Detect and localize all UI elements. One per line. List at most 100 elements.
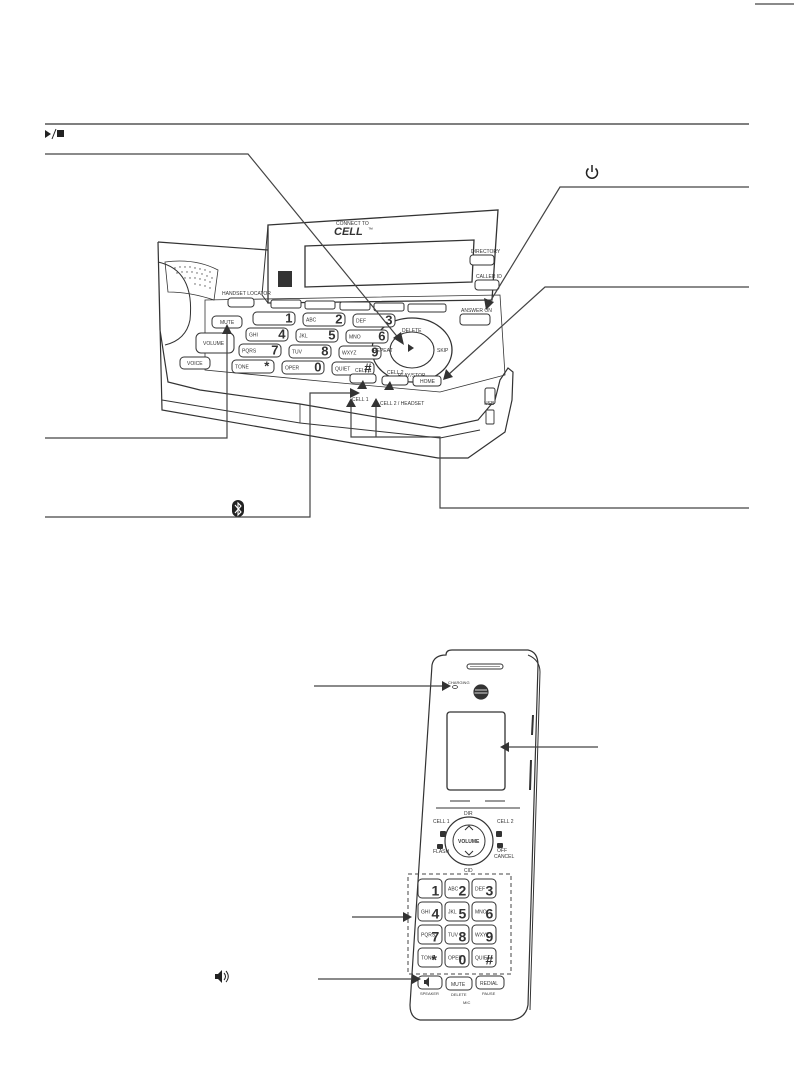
base-delete-label: DELETE <box>402 328 422 334</box>
callout-mute <box>45 330 228 439</box>
handset-key-letters: GHI <box>421 910 430 916</box>
base-brand-tm: ™ <box>368 227 373 233</box>
handset-callout-arrowheads <box>403 681 509 984</box>
svg-text:DIRECTORY: DIRECTORY <box>471 249 501 255</box>
base-answer-on-button[interactable]: ANSWER ON <box>459 308 492 326</box>
svg-text:MUTE: MUTE <box>220 320 235 326</box>
charging-led <box>452 685 458 689</box>
handset-redial-button[interactable]: REDIAL PAUSE <box>475 975 505 996</box>
svg-text:SPEAKER: SPEAKER <box>420 991 439 996</box>
base-caller-id-button[interactable]: CALLER ID <box>474 274 502 291</box>
callout-cell-leds <box>350 404 749 509</box>
base-key-2[interactable]: ABC 2 <box>302 312 346 327</box>
handset-key-digit: 2 <box>459 883 467 899</box>
callout-bluetooth <box>45 392 355 518</box>
bluetooth-icon <box>232 500 244 517</box>
base-key-digit: # <box>364 361 372 376</box>
power-icon <box>585 165 599 179</box>
base-key-digit: * <box>264 359 270 374</box>
svg-text:HOME: HOME <box>420 379 436 385</box>
handset-key-digit: 3 <box>486 883 494 899</box>
base-softkey-2[interactable] <box>304 300 336 310</box>
handset-flash-button[interactable] <box>437 844 443 849</box>
base-key-letters: GHI <box>249 333 258 339</box>
base-skip-label: SKIP <box>437 348 449 354</box>
svg-text:MUTE: MUTE <box>451 982 466 988</box>
base-directory-button[interactable]: DIRECTORY <box>469 249 501 266</box>
base-key-digit: 2 <box>335 312 342 327</box>
base-key-digit: 1 <box>285 311 292 326</box>
base-key-digit: 8 <box>321 344 328 359</box>
base-play-button[interactable] <box>408 344 414 352</box>
base-key-star[interactable]: TONE* <box>231 359 275 374</box>
base-volume-button[interactable]: VOLUME <box>195 332 235 354</box>
base-key-letters: ABC <box>306 318 317 324</box>
handset-key-digit: 6 <box>486 906 494 922</box>
handset-key-1[interactable]: 1 <box>417 878 443 899</box>
handset-key-pound[interactable]: QUIET# <box>471 947 497 968</box>
base-cell2-button[interactable]: CELL 2 <box>381 370 409 386</box>
base-logo-block <box>278 271 292 287</box>
base-voice-button[interactable]: VOICE <box>179 356 211 370</box>
base-handset-locator-button[interactable]: HANDSET LOCATOR <box>222 291 271 308</box>
base-key-letters: PQRS <box>242 349 257 355</box>
base-softkey-5[interactable] <box>407 303 447 313</box>
handset-key-digit: 1 <box>432 883 440 899</box>
handset-key-letters: DEF <box>475 887 485 893</box>
handset-key-letters: TONE <box>421 956 435 962</box>
base-softkey-4[interactable] <box>373 302 405 312</box>
handset-key-digit: 8 <box>459 929 467 945</box>
base-repeat-label: REPEAT <box>373 348 393 354</box>
handset-cancel-label: CANCEL <box>494 854 515 860</box>
handset-cid-label: CID <box>464 868 473 874</box>
base-home-button[interactable]: HOME <box>412 375 442 387</box>
handset-flash-label: FLASH <box>433 849 450 855</box>
handset-off-button[interactable] <box>497 843 503 848</box>
handset-key-letters: JKL <box>448 910 457 916</box>
base-key-digit: 5 <box>328 328 335 343</box>
handset-speaker-button[interactable]: SPEAKER <box>417 975 443 996</box>
svg-text:ANSWER ON: ANSWER ON <box>461 308 492 314</box>
handset-cell1-label: CELL 1 <box>433 819 450 825</box>
base-play-stop-label: PLAY/STOP <box>398 373 426 379</box>
base-body <box>157 241 514 459</box>
handset-key-letters: MNO <box>475 910 487 916</box>
handset-cell2-button[interactable] <box>496 831 502 837</box>
base-softkey-3[interactable] <box>339 301 371 311</box>
handset-off-label: OFF <box>497 848 507 854</box>
base-key-1[interactable]: 1 <box>252 311 296 326</box>
base-key-letters: QUIET <box>335 367 350 373</box>
handset-key-star[interactable]: TONE* <box>417 947 443 968</box>
base-mute-button[interactable]: MUTE <box>211 315 243 329</box>
base-screen <box>304 239 475 288</box>
svg-text:DELETE: DELETE <box>451 992 467 997</box>
handset-cell1-button[interactable] <box>440 831 446 837</box>
base-key-digit: 3 <box>385 313 392 328</box>
callout-home <box>447 286 749 376</box>
svg-text:VOICE: VOICE <box>187 361 203 367</box>
handset-mute-button[interactable]: MUTE DELETE <box>445 976 473 997</box>
base-brand: CELL <box>334 226 363 238</box>
base-cell1-led-label: CELL 1 <box>352 397 369 403</box>
base-softkey-1[interactable] <box>270 299 302 309</box>
